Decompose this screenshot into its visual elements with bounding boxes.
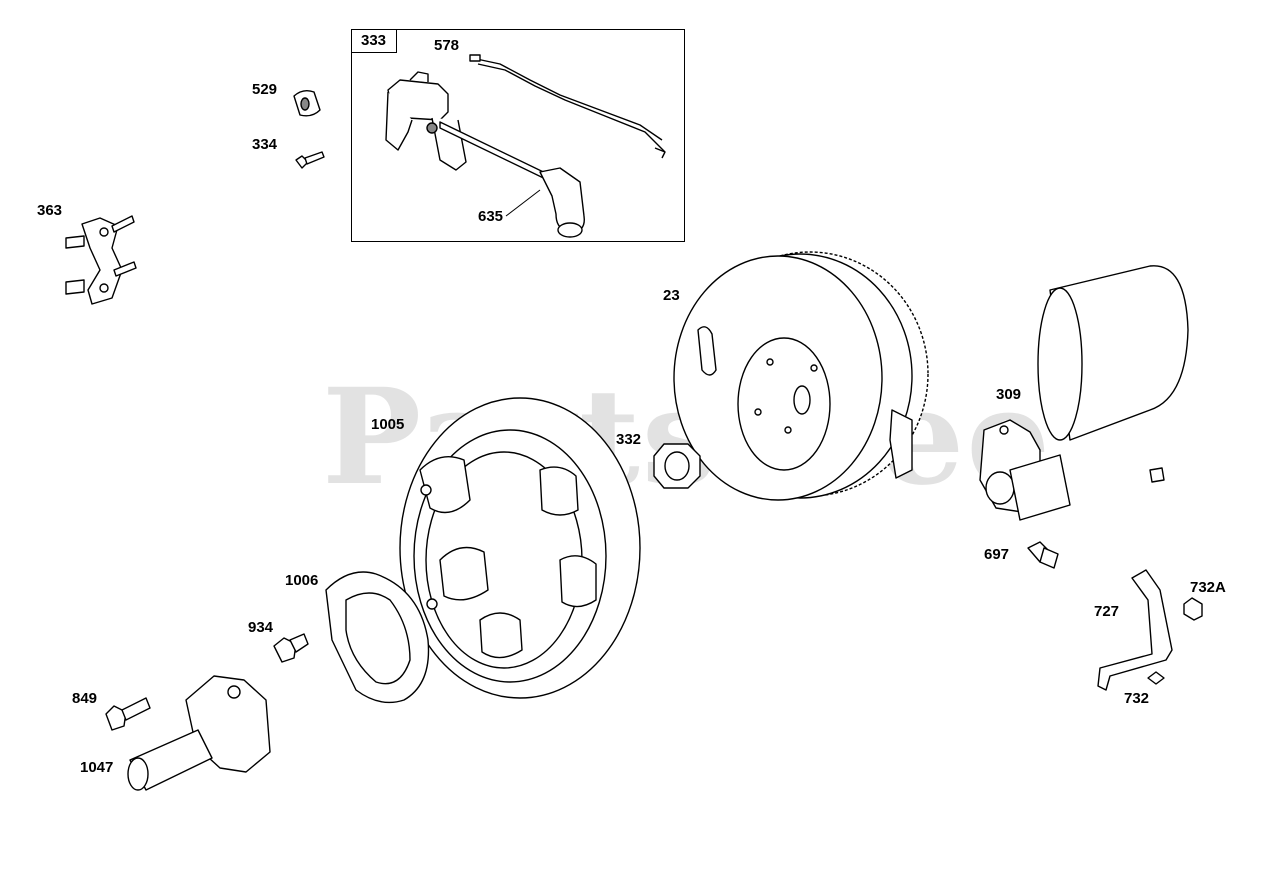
part-578-ground-wire[interactable] — [469, 54, 666, 159]
callout-732a[interactable]: 732A — [1190, 579, 1226, 596]
callout-23[interactable]: 23 — [663, 287, 680, 304]
part-23-flywheel[interactable] — [673, 251, 929, 501]
callout-363[interactable]: 363 — [37, 202, 63, 219]
callout-334[interactable]: 334 — [252, 136, 278, 153]
inset-tag-333: 333 — [351, 29, 397, 53]
ignition-inset-frame — [351, 29, 685, 242]
part-1006-screen[interactable] — [325, 571, 430, 704]
part-849-bolt[interactable] — [105, 697, 151, 731]
callout-1006[interactable]: 1006 — [285, 572, 319, 589]
callout-934[interactable]: 934 — [248, 619, 274, 636]
callout-697[interactable]: 697 — [984, 546, 1010, 563]
callout-332[interactable]: 332 — [616, 431, 642, 448]
callout-635[interactable]: 635 — [478, 208, 504, 225]
callout-1047[interactable]: 1047 — [80, 759, 114, 776]
part-732-screw[interactable] — [1147, 671, 1165, 685]
part-333-ignition-armature[interactable] — [385, 71, 561, 187]
part-309-starter-motor[interactable] — [979, 265, 1189, 521]
part-529-grommet[interactable] — [293, 89, 321, 117]
part-1005-fan[interactable] — [399, 397, 641, 699]
part-1047-starter-clutch[interactable] — [127, 675, 271, 791]
callout-1005[interactable]: 1005 — [371, 416, 405, 433]
callout-529[interactable]: 529 — [252, 81, 278, 98]
callout-849[interactable]: 849 — [72, 690, 98, 707]
part-635-spark-plug-boot[interactable] — [539, 167, 585, 238]
part-697-bolt[interactable] — [1027, 541, 1059, 569]
part-934-bolt[interactable] — [273, 633, 309, 663]
callout-727[interactable]: 727 — [1094, 603, 1120, 620]
callout-732[interactable]: 732 — [1124, 690, 1150, 707]
part-363-bracket[interactable] — [65, 215, 137, 305]
callout-578[interactable]: 578 — [434, 37, 460, 54]
callout-309[interactable]: 309 — [996, 386, 1022, 403]
part-727-bracket[interactable] — [1097, 569, 1173, 691]
leader-lines — [505, 189, 541, 217]
part-334-screw[interactable] — [295, 151, 325, 169]
part-732a-nut[interactable] — [1183, 597, 1203, 621]
part-332-nut[interactable] — [653, 443, 701, 489]
